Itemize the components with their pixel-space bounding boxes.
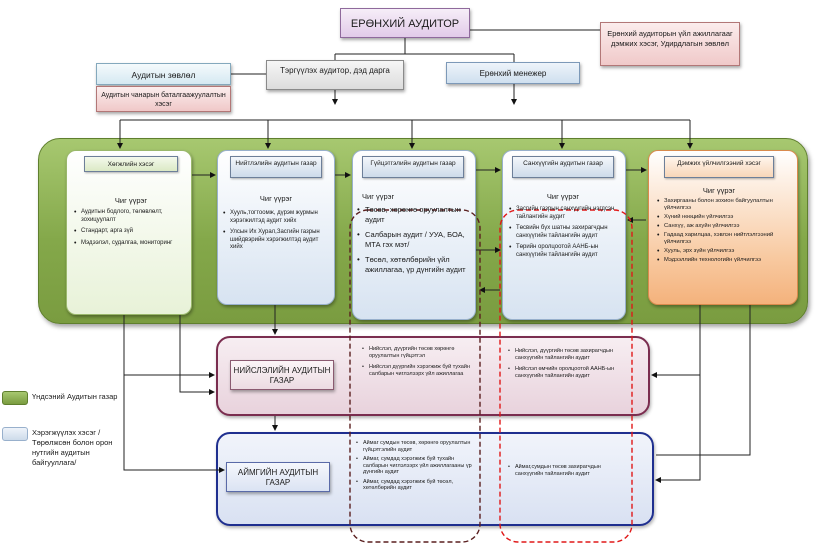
list-item: Мэдээллийн технологийн үйлчилгээ: [656, 257, 794, 264]
legend-blue-swatch: [2, 427, 28, 441]
performance-functions-heading: Чиг үүрэг: [362, 192, 395, 201]
list-item: Стандарт, арга зүй: [73, 228, 185, 236]
financial-title-text: Санхүүгийн аудитын газар: [523, 160, 603, 167]
compliance-title-text: Нийтлэлийн аудитын газар: [235, 160, 317, 167]
list-item: Төсөл, хөтөлбөрийн үйл ажиллагаа, үр дүн…: [356, 255, 472, 275]
list-item: Хууль,тогтоомж, дүрэм журмын хэрэгжилтэд…: [222, 210, 330, 225]
compliance-function-list: Хууль,тогтоомж, дүрэм журмын хэрэгжилтэд…: [222, 210, 330, 256]
list-item: Төрийн оролцоотой ААНБ-ын санхүүгийн тай…: [508, 244, 622, 259]
financial-unit-title: Санхүүгийн аудитын газар: [512, 156, 614, 178]
list-item: Нийслэл дүүргийн хэрэгжиж буй тухайн сал…: [362, 364, 474, 378]
financial-function-list: Засгийн газрын санхүүгийн нэгдсэн тайлан…: [508, 206, 622, 263]
financial-functions-heading: Чиг үүрэг: [546, 192, 580, 201]
city-audit-title: НИЙСЛЭЛИЙН АУДИТЫН ГАЗАР: [233, 366, 331, 385]
support-function-list: Захиргааны болон зохион байгуулалтын үйл…: [656, 198, 794, 266]
list-item: Нийслэл өмчийн оролцоотой ААНБ-ын санхүү…: [508, 366, 622, 380]
connector-line: [123, 315, 225, 473]
list-item: Аудитын бодлого, төлөвлөлт, зохицуулалт: [73, 209, 185, 224]
connector-line: [655, 305, 701, 483]
list-item: Аймаг, сумдад хэрэгжиж буй тухайн салбар…: [356, 456, 474, 476]
deputy-box: Тэргүүлэх аудитор, дэд дарга: [266, 60, 404, 90]
support-functions-heading: Чиг үүрэг: [702, 186, 736, 195]
aimag-performance-list: Аймаг сумдын төсөв, хөрөнгө оруулалтын г…: [356, 440, 474, 495]
list-item: Төсвийн бүх шатны захирагчдын санхүүгийн…: [508, 225, 622, 240]
compliance-unit-title: Нийтлэлийн аудитын газар: [230, 156, 322, 178]
list-item: Салбарын аудит / УУА, БОА, МТА гэх мэт/: [356, 230, 472, 250]
development-function-list: Аудитын бодлого, төлөвлөлт, зохицуулалт …: [73, 209, 185, 251]
list-item: Төсөв, хөрөнгө оруулалтын аудит: [356, 205, 472, 225]
general-manager-label: Ерөнхий менежер: [479, 69, 547, 78]
list-item: Захиргааны болон зохион байгуулалтын үйл…: [656, 198, 794, 212]
list-item: Улсын Их Хурал,Засгийн газрын шийдвэрийн…: [222, 229, 330, 252]
list-item: Аймаг,сумдын төсөв захирагчдын санхүүгий…: [508, 464, 622, 478]
aimag-audit-title-box: АЙМГИЙН АУДИТЫН ГАЗАР: [226, 462, 330, 492]
quality-label: Аудитын чанарын баталгаажуулалтын хэсэг: [101, 92, 226, 108]
performance-title-text: Гүйцэтгэлийн аудитын газар: [370, 160, 456, 167]
audit-council-label: Аудитын зөвлөл: [131, 70, 196, 80]
aimag-financial-list: Аймаг,сумдын төсөв захирагчдын санхүүгий…: [508, 464, 622, 482]
city-audit-title-box: НИЙСЛЭЛИЙН АУДИТЫН ГАЗАР: [230, 360, 334, 390]
list-item: Нийслэл, дүүргийн төсөв хөрөнгө оруулалт…: [362, 346, 474, 360]
legend-green-swatch: [2, 391, 28, 405]
legend-green-label: Үндсэний Аудитын газар: [32, 392, 118, 401]
city-financial-list: Нийслэл, дүүргийн төсөв захирагчдын санх…: [508, 348, 622, 384]
support-unit-title: Дэмжих үйлчилгээний хэсэг: [664, 156, 774, 178]
connector-line: [656, 305, 751, 456]
audit-council-box: Аудитын зөвлөл: [96, 63, 231, 85]
compliance-functions-heading: Чиг үүрэг: [259, 194, 293, 203]
support-council-box: Ерөнхий аудиторын үйл ажиллагааг дэмжих …: [600, 22, 740, 66]
list-item: Засгийн газрын санхүүгийн нэгдсэн тайлан…: [508, 206, 622, 221]
development-functions-heading: Чиг үүрэг: [114, 196, 148, 205]
performance-function-list: Төсөв, хөрөнгө оруулалтын аудит Салбарын…: [356, 205, 472, 280]
city-performance-list: Нийслэл, дүүргийн төсөв хөрөнгө оруулалт…: [362, 346, 474, 382]
auditor-general-label: ЕРӨНХИЙ АУДИТОР: [350, 18, 460, 30]
aimag-audit-title: АЙМГИЙН АУДИТЫН ГАЗАР: [237, 468, 319, 487]
development-unit-title: Хөгжлийн хэсэг: [84, 156, 178, 172]
list-item: Санхүү, аж ахуйн үйлчилгээ: [656, 223, 794, 230]
quality-box: Аудитын чанарын баталгаажуулалтын хэсэг: [96, 86, 231, 112]
development-title-text: Хөгжлийн хэсэг: [107, 161, 155, 168]
support-council-label: Ерөнхий аудиторын үйл ажиллагааг дэмжих …: [607, 29, 733, 48]
list-item: Гадаад харилцаа, хэвлэн нийтлэлгээний үй…: [656, 232, 794, 246]
deputy-label: Тэргүүлэх аудитор, дэд дарга: [280, 66, 390, 75]
list-item: Хууль, эрх зүйн үйлчилгээ: [656, 248, 794, 255]
support-title-text: Дэмжих үйлчилгээний хэсэг: [677, 160, 761, 167]
performance-unit-title: Гүйцэтгэлийн аудитын газар: [362, 156, 464, 178]
general-manager-box: Ерөнхий менежер: [446, 62, 580, 84]
list-item: Аймаг, сумдад хэрэгжиж буй төсөл, хөтөлб…: [356, 479, 474, 492]
list-item: Хүний нөөцийн үйлчилгээ: [656, 214, 794, 221]
auditor-general-box: ЕРӨНХИЙ АУДИТОР: [340, 8, 470, 38]
list-item: Нийслэл, дүүргийн төсөв захирагчдын санх…: [508, 348, 622, 362]
list-item: Мэдээлэл, судалгаа, мониторинг: [73, 240, 185, 248]
list-item: Аймаг сумдын төсөв, хөрөнгө оруулалтын г…: [356, 440, 474, 453]
connector-line: [179, 315, 215, 395]
legend-blue-label: Хэрэгжүүлэх хэсэг /Төрөлжсөн болон орон …: [32, 428, 113, 467]
